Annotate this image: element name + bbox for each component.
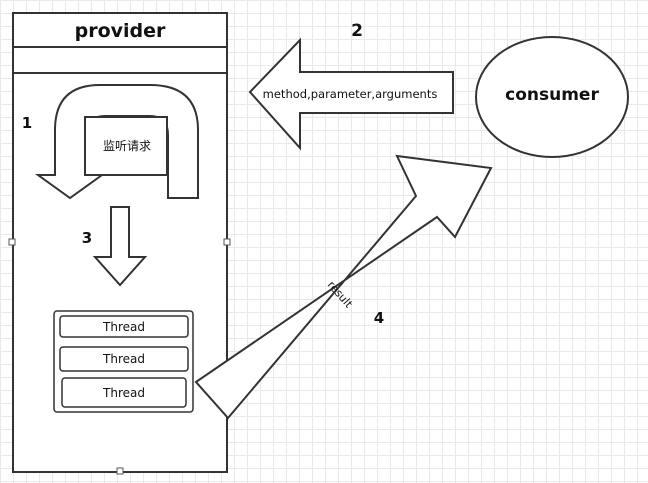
down-arrow[interactable]: [92, 206, 148, 287]
resize-handle-bottom[interactable]: [116, 467, 124, 475]
request-arrow-label: method,parameter,arguments: [263, 87, 438, 101]
thread-label: Thread: [102, 386, 145, 400]
listen-request-box[interactable]: [84, 116, 168, 176]
consumer-node[interactable]: [475, 36, 629, 158]
resize-handle-left[interactable]: [8, 238, 16, 246]
step-1-number: 1: [22, 114, 32, 132]
step-3-number: 3: [82, 229, 92, 247]
thread-label: Thread: [102, 352, 145, 366]
resize-handle-right[interactable]: [223, 238, 231, 246]
step-2-number: 2: [351, 21, 363, 41]
thread-label: Thread: [102, 320, 145, 334]
request-arrow[interactable]: [248, 37, 454, 151]
thread-item[interactable]: Thread: [59, 315, 189, 338]
thread-item[interactable]: Thread: [61, 377, 187, 408]
result-arrow[interactable]: [194, 154, 493, 420]
thread-item[interactable]: Thread: [59, 346, 189, 372]
step-4-number: 4: [374, 309, 384, 327]
listen-request-label: 监听请求: [103, 139, 151, 153]
provider-title: provider: [75, 20, 166, 42]
consumer-label: consumer: [505, 85, 599, 105]
